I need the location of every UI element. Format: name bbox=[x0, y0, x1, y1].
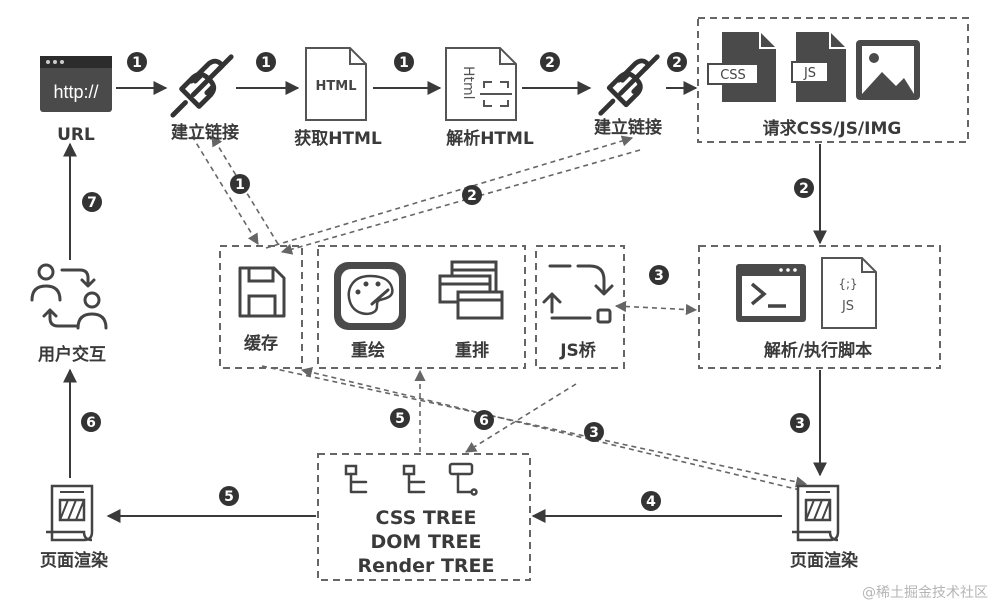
dash-cache-to-render-a bbox=[261, 365, 808, 488]
svg-text:2: 2 bbox=[467, 188, 477, 204]
terminal-icon bbox=[736, 264, 806, 322]
parse-html-icon: Html bbox=[445, 47, 517, 121]
svg-text:3: 3 bbox=[654, 268, 664, 284]
render-left-label: 页面渲染 bbox=[40, 550, 108, 571]
dash-cache-to-connect2-b bbox=[280, 149, 641, 255]
html-doc-text: HTML bbox=[316, 79, 357, 94]
svg-text:3: 3 bbox=[795, 416, 805, 432]
svg-text:5: 5 bbox=[224, 489, 234, 505]
tree-label-3: Render TREE bbox=[357, 555, 494, 577]
step-badge: 2 bbox=[462, 185, 482, 205]
js-file-text: JS bbox=[803, 66, 816, 81]
user-interaction-label: 用户交互 bbox=[38, 344, 106, 365]
floppy-disk-icon bbox=[238, 266, 286, 318]
svg-text:7: 7 bbox=[87, 195, 97, 211]
plug-icon-2 bbox=[601, 57, 658, 114]
step-badge: 5 bbox=[390, 408, 410, 428]
svg-text:1: 1 bbox=[132, 55, 142, 71]
plug-icon bbox=[173, 57, 231, 115]
js-bridge-label: JS桥 bbox=[559, 341, 597, 361]
image-icon bbox=[856, 40, 920, 100]
connect2-label: 建立链接 bbox=[594, 117, 662, 138]
connect1-label: 建立链接 bbox=[171, 122, 239, 143]
step-badge: 1 bbox=[127, 52, 147, 72]
svg-text:6: 6 bbox=[86, 415, 96, 431]
request-assets-label: 请求CSS/JS/IMG bbox=[763, 118, 902, 139]
repaint-label: 重绘 bbox=[351, 340, 385, 361]
html-doc-icon: HTML bbox=[305, 47, 367, 121]
svg-text:5: 5 bbox=[395, 411, 405, 427]
user-swap-icon bbox=[30, 263, 108, 330]
css-file-text: CSS bbox=[720, 68, 746, 83]
tree-label-2: DOM TREE bbox=[371, 531, 482, 553]
step-badge: 2 bbox=[667, 52, 687, 72]
dash-connect-to-cache-a bbox=[191, 135, 259, 245]
step-badge: 4 bbox=[641, 491, 661, 511]
js-code-file-icon: {;} JS bbox=[821, 257, 877, 329]
url-label: URL bbox=[57, 125, 95, 145]
scroll-document-icon bbox=[792, 484, 840, 542]
repaint-reflow-group-box bbox=[317, 245, 526, 369]
svg-text:1: 1 bbox=[235, 177, 245, 193]
dash-bridge-exec bbox=[614, 300, 698, 316]
trees-group-box bbox=[317, 453, 531, 581]
step-badge: 2 bbox=[794, 178, 814, 198]
svg-text:6: 6 bbox=[479, 413, 489, 429]
svg-text:2: 2 bbox=[799, 181, 809, 197]
exec-script-group-box bbox=[698, 245, 941, 369]
browser-icon: http:// bbox=[40, 56, 112, 112]
sync-arrows-icon bbox=[542, 264, 614, 324]
cache-label: 缓存 bbox=[244, 333, 278, 354]
step-badge: 1 bbox=[230, 174, 250, 194]
js-code-bottom-text: JS bbox=[841, 299, 854, 314]
watermark: @稀土掘金技术社区 bbox=[862, 585, 988, 601]
step-badge: 3 bbox=[584, 422, 604, 442]
svg-text:4: 4 bbox=[646, 494, 656, 510]
svg-text:1: 1 bbox=[261, 55, 271, 71]
assets-group-box bbox=[697, 17, 969, 143]
tree-structure-icon-3 bbox=[448, 462, 478, 496]
step-badge: 7 bbox=[82, 192, 102, 212]
js-code-top-text: {;} bbox=[838, 277, 857, 291]
step-badge: 3 bbox=[790, 413, 810, 433]
step-badge: 5 bbox=[219, 486, 239, 506]
svg-text:2: 2 bbox=[672, 55, 682, 71]
html-vertical-text: Html bbox=[460, 66, 476, 100]
svg-text:2: 2 bbox=[545, 55, 555, 71]
step-badge: 6 bbox=[474, 410, 494, 430]
svg-text:3: 3 bbox=[589, 425, 599, 441]
parse-html-label: 解析HTML bbox=[446, 128, 534, 149]
step-badge: 2 bbox=[540, 52, 560, 72]
dash-bridge-to-trees bbox=[465, 383, 577, 453]
exec-script-label: 解析/执行脚本 bbox=[764, 340, 872, 361]
reflow-label: 重排 bbox=[455, 340, 489, 361]
cache-group-box bbox=[219, 245, 303, 369]
dash-cache-to-connect2-a bbox=[265, 135, 634, 249]
dash-render-to-cache-b bbox=[300, 366, 801, 491]
windows-stack-icon bbox=[438, 260, 504, 320]
tree-structure-icon-2 bbox=[402, 464, 426, 494]
render-right-label: 页面渲染 bbox=[790, 550, 858, 571]
tree-label-1: CSS TREE bbox=[376, 507, 477, 529]
fetch-html-label: 获取HTML bbox=[294, 128, 382, 149]
step-badge: 3 bbox=[649, 265, 669, 285]
browser-http-text: http:// bbox=[53, 82, 98, 102]
step-badge: 6 bbox=[81, 412, 101, 432]
tree-structure-icon bbox=[344, 464, 368, 494]
palette-icon bbox=[334, 262, 406, 330]
js-file-icon: JS bbox=[791, 32, 846, 102]
css-file-icon: CSS bbox=[707, 32, 776, 102]
step-badge: 1 bbox=[394, 52, 414, 72]
step-badge: 1 bbox=[256, 52, 276, 72]
svg-text:1: 1 bbox=[399, 55, 409, 71]
scroll-document-icon-left bbox=[46, 484, 94, 542]
